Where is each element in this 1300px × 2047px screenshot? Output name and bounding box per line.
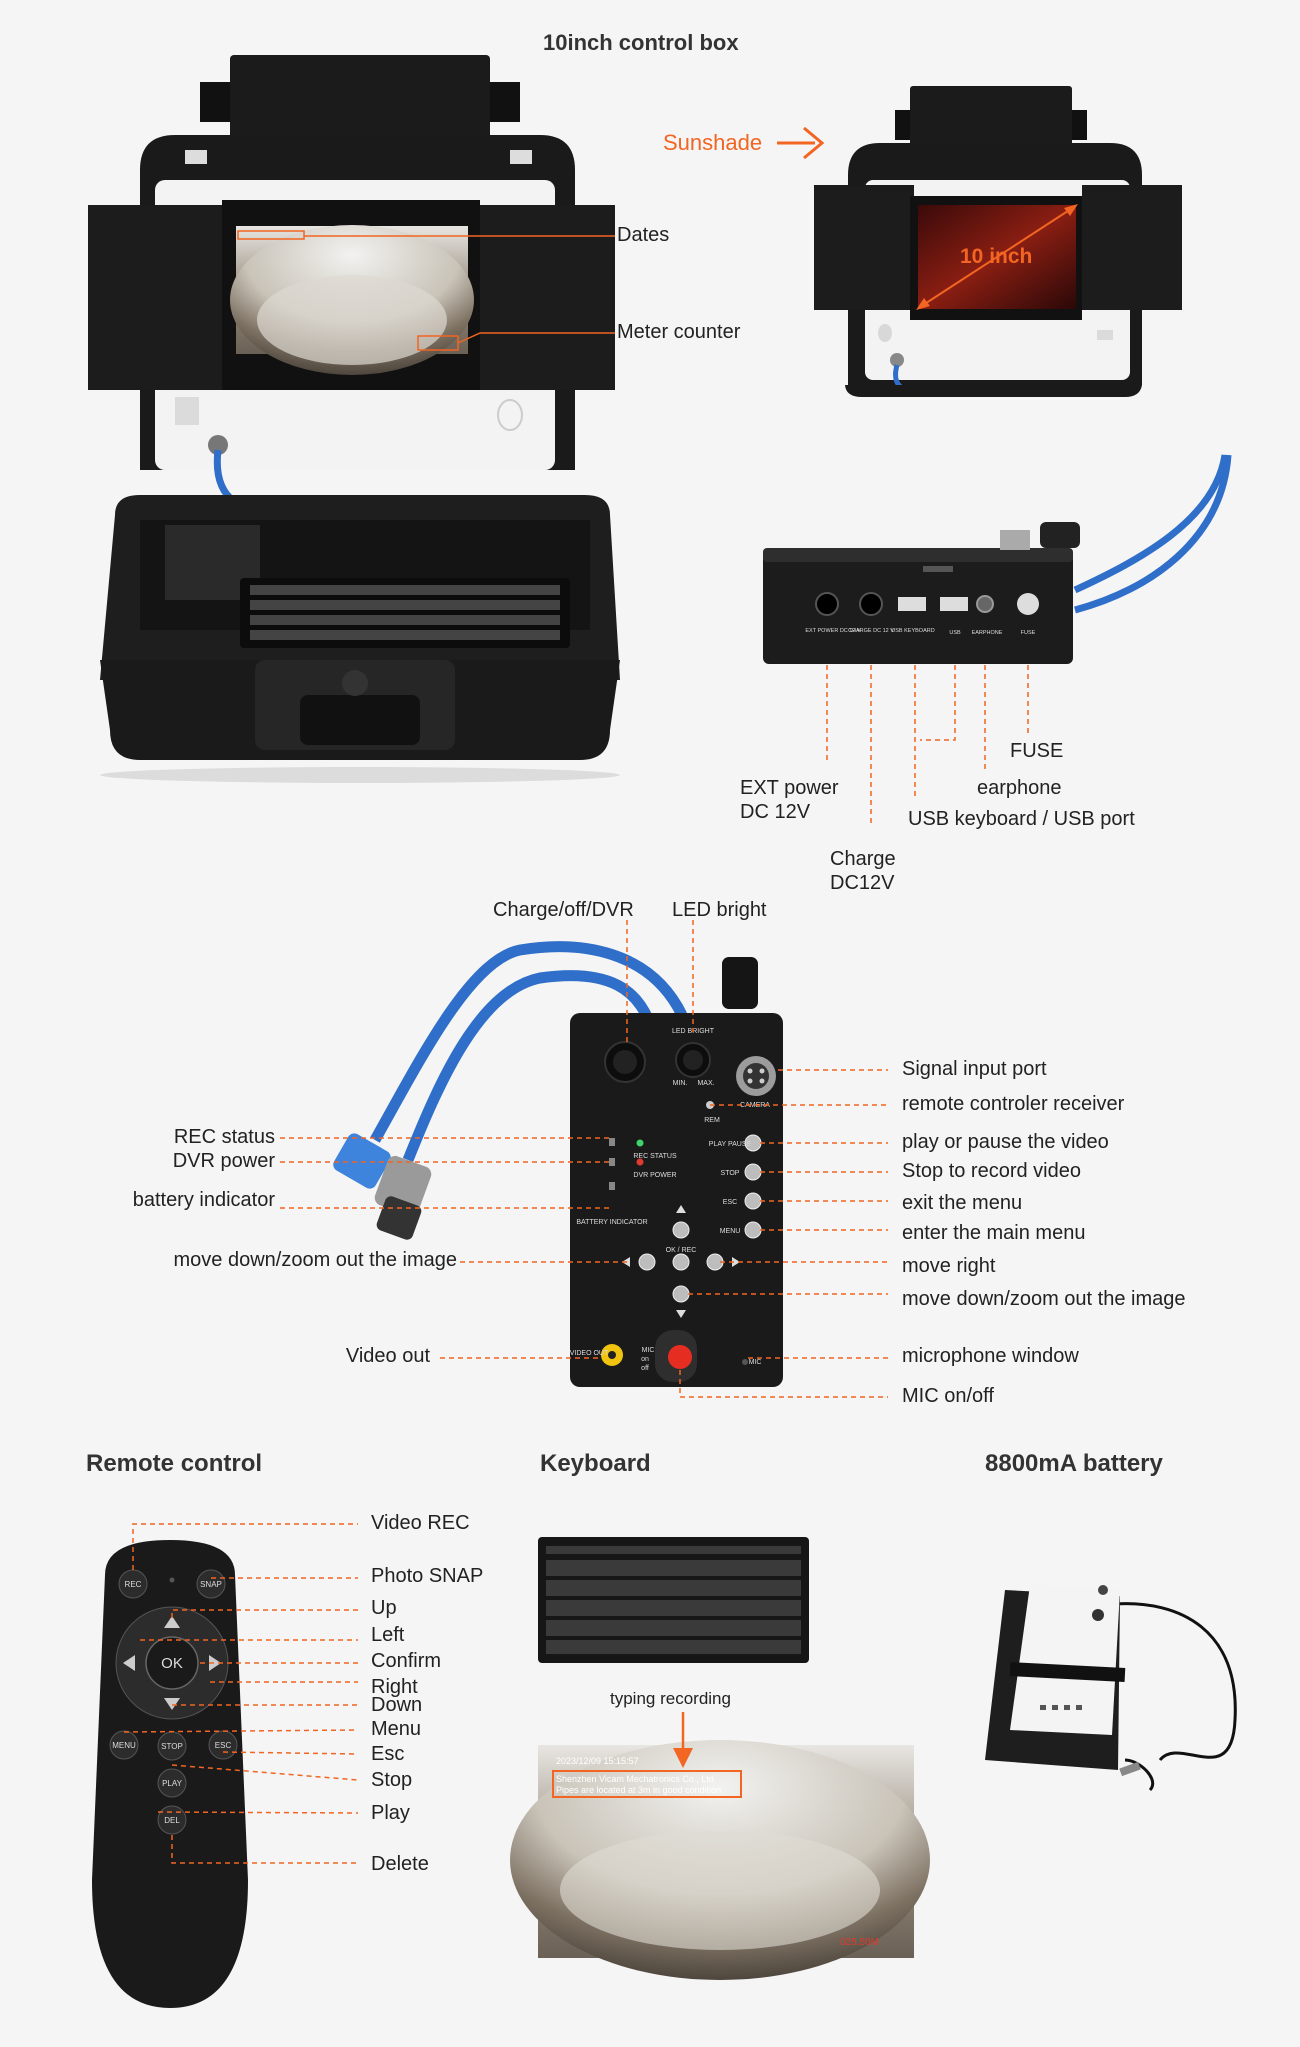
- label-sunshade: Sunshade: [663, 130, 763, 155]
- panel-print-menu: MENU: [720, 1228, 741, 1235]
- label-play-pause: play or pause the video: [902, 1131, 1109, 1153]
- panel-print-max: MAX.: [697, 1080, 714, 1087]
- panel-print-rem: REM: [704, 1117, 720, 1124]
- remote-label-left: Left: [371, 1624, 405, 1646]
- label-signal-input: Signal input port: [902, 1058, 1047, 1080]
- heading-remote: Remote control: [86, 1450, 263, 1477]
- remote-leaders: [123, 1523, 359, 1864]
- remote-btn-ok: OK: [161, 1655, 183, 1672]
- recording-screen: 2023/12/09 15:15:57 Shenzhen Vicam Mecha…: [510, 1740, 930, 1980]
- panel-print-esc: ESC: [723, 1199, 737, 1206]
- label-remote-receiver: remote controler receiver: [902, 1093, 1125, 1115]
- label-charge: Charge: [830, 848, 896, 870]
- remote-btn-play: PLAY: [162, 1779, 183, 1788]
- label-ext-power: EXT power: [740, 777, 839, 799]
- label-dates: Dates: [617, 224, 670, 246]
- port-print-ext: EXT POWER DC 12 V: [805, 628, 861, 634]
- label-move-down-right: move down/zoom out the image: [902, 1288, 1186, 1310]
- keyboard-device: [538, 1537, 809, 1663]
- heading-keyboard: Keyboard: [540, 1450, 651, 1477]
- label-earphone: earphone: [977, 777, 1062, 799]
- port-print-usbkbd: USB KEYBOARD: [891, 628, 934, 634]
- panel-print-dvr-power: DVR POWER: [633, 1172, 676, 1179]
- remote-label-video-rec: Video REC: [371, 1512, 470, 1534]
- panel-print-mic2: MIC: [749, 1359, 762, 1366]
- screen-date: 2023/12/09 15:15:57: [556, 1756, 639, 1766]
- remote-label-delete: Delete: [371, 1853, 429, 1875]
- label-led-bright: LED bright: [672, 899, 767, 921]
- control-box-main: [88, 55, 620, 783]
- label-rec-status: REC status: [173, 1126, 275, 1148]
- panel-print-off: off: [641, 1365, 649, 1372]
- label-battery-indicator: battery indicator: [132, 1189, 275, 1211]
- screen-line1: Shenzhen Vicam Mechatronics Co., Ltd: [556, 1774, 714, 1784]
- label-mic-onoff: MIC on/off: [902, 1385, 994, 1407]
- screen-line2: Pipes are located at 3m in good conditio…: [556, 1785, 721, 1795]
- battery-device: [985, 1585, 1237, 1792]
- label-meter-counter: Meter counter: [617, 321, 741, 343]
- remote-btn-stop: STOP: [161, 1742, 183, 1751]
- port-side-view: EXT POWER DC 12 V CHARGE DC 12 V USB KEY…: [763, 454, 1232, 664]
- remote-label-confirm: Confirm: [371, 1650, 442, 1672]
- label-microphone-window: microphone window: [902, 1345, 1079, 1367]
- panel-print-okrec: OK / REC: [666, 1247, 697, 1254]
- ten-inch-arrow: [916, 204, 1078, 310]
- label-dvr-power: DVR power: [172, 1150, 275, 1172]
- remote-label-photo-snap: Photo SNAP: [371, 1565, 484, 1587]
- remote-label-menu: Menu: [371, 1718, 422, 1740]
- remote-label-stop: Stop: [371, 1769, 413, 1791]
- port-print-earphone: EARPHONE: [972, 630, 1003, 636]
- remote-btn-del: DEL: [164, 1816, 180, 1825]
- remote-label-esc: Esc: [371, 1743, 405, 1765]
- remote-label-play: Play: [371, 1802, 410, 1824]
- panel-print-play: PLAY PAUSE: [709, 1141, 752, 1148]
- panel-print-mic: MIC: [642, 1347, 655, 1354]
- screen-meter: 025.50M: [840, 1937, 879, 1948]
- panel-leaders: [280, 920, 888, 1398]
- label-typing-recording: typing recording: [610, 1689, 731, 1708]
- port-leaders: [826, 665, 1029, 825]
- port-print-usb: USB: [949, 630, 961, 636]
- remote-btn-snap: SNAP: [200, 1580, 222, 1589]
- label-ten-inch: 10 inch: [960, 245, 1033, 268]
- remote-label-down: Down: [371, 1694, 423, 1716]
- control-box-leaders: [304, 235, 615, 344]
- label-move-down-left: move down/zoom out the image: [173, 1249, 458, 1271]
- panel-print-battery: BATTERY INDICATOR: [576, 1219, 647, 1226]
- label-charge-off-dvr: Charge/off/DVR: [493, 899, 634, 921]
- label-usb: USB keyboard / USB port: [908, 808, 1135, 830]
- label-charge-sub: DC12V: [830, 872, 895, 894]
- front-panel: LED BRIGHT MIN. MAX. CAMERA REM REC STAT…: [333, 941, 783, 1387]
- panel-print-stop: STOP: [721, 1170, 740, 1177]
- panel-print-video: VIDEO OUT: [570, 1350, 609, 1357]
- label-move-right: move right: [902, 1255, 996, 1277]
- label-ext-power-sub: DC 12V: [740, 801, 811, 823]
- sunshade-arrow: [777, 126, 825, 160]
- control-box-small: [814, 86, 1182, 397]
- heading-battery: 8800mA battery: [985, 1450, 1163, 1477]
- remote-btn-rec: REC: [125, 1580, 142, 1589]
- panel-print-on: on: [641, 1356, 649, 1363]
- label-enter-menu: enter the main menu: [902, 1222, 1086, 1244]
- port-print-charge: CHARGE DC 12 V: [848, 628, 894, 634]
- typing-arrow: [673, 1712, 693, 1768]
- remote-label-up: Up: [371, 1597, 397, 1619]
- remote-btn-esc: ESC: [215, 1741, 232, 1750]
- label-stop-record: Stop to record video: [902, 1160, 1081, 1182]
- remote-btn-menu: MENU: [112, 1741, 136, 1750]
- heading-control-box: 10inch control box: [543, 30, 739, 55]
- port-print-fuse: FUSE: [1021, 630, 1036, 636]
- panel-print-rec-status: REC STATUS: [633, 1153, 677, 1160]
- label-video-out: Video out: [345, 1345, 430, 1367]
- remote-control: REC SNAP OK MENU STOP ESC PLAY DEL: [92, 1540, 248, 2008]
- label-fuse: FUSE: [1010, 740, 1064, 762]
- panel-print-min: MIN.: [673, 1080, 688, 1087]
- label-exit-menu: exit the menu: [902, 1192, 1023, 1214]
- remote-label-right: Right: [371, 1676, 418, 1698]
